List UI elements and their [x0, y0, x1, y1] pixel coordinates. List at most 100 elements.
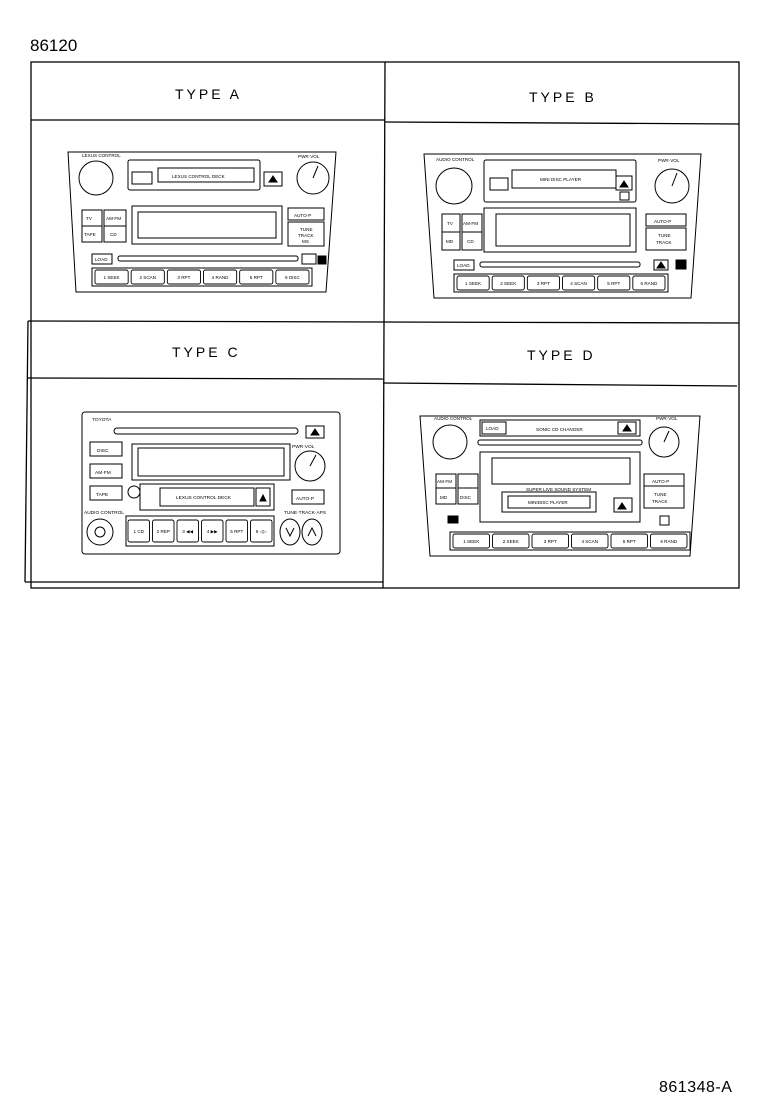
tv-button	[81, 209, 103, 227]
tune-track-label: TUNE·TRACK·APS	[284, 510, 326, 516]
type-a-label: TYPE A	[175, 86, 243, 102]
autop-label: AUTO·P	[652, 479, 669, 484]
cd-label: CD	[110, 232, 117, 237]
preset-label-1: 1 SEEK	[463, 539, 480, 544]
display-screen	[483, 207, 637, 253]
preset-label-2: 2 SEEK	[503, 539, 520, 544]
track-label: TRACK	[652, 499, 669, 504]
deck-label: LEXUS CONTROL DECK	[172, 174, 226, 179]
preset-bar	[91, 267, 313, 287]
cd-slot	[479, 261, 641, 268]
preset-label-6: 6 RAND	[640, 281, 658, 286]
brand-label: TOYOTA	[92, 417, 112, 423]
pwr-vol-label: PWR·VOL	[292, 444, 315, 450]
preset-button-3[interactable]	[531, 533, 569, 549]
amfm-label: AM·FM	[95, 470, 111, 476]
tape-label: TAPE	[84, 232, 96, 237]
preset-button-1[interactable]	[94, 269, 129, 285]
preset-label-5: 5 RPT	[607, 281, 620, 286]
preset-label-3: 3 RPT	[544, 539, 557, 544]
preset-button-3[interactable]	[166, 269, 201, 285]
preset-button-5[interactable]	[225, 519, 248, 543]
autop-button	[645, 213, 687, 227]
preset-button-2[interactable]	[152, 519, 175, 543]
preset-button-2[interactable]	[491, 275, 525, 291]
autop-button	[291, 489, 325, 505]
pwr-vol-knob-icon	[294, 450, 326, 482]
preset-button-2[interactable]	[492, 533, 530, 549]
md-eject-button	[613, 497, 633, 513]
preset-button-2[interactable]	[130, 269, 165, 285]
tune-up-button	[301, 518, 323, 546]
preset-label-6: 6 RAND	[660, 539, 678, 544]
preset-button-4[interactable]	[203, 269, 238, 285]
deck-label: MINI DISC PLAYER	[540, 177, 582, 182]
load-label: LOAD	[457, 263, 470, 268]
right-knob-icon	[654, 168, 690, 204]
cd-deck	[483, 159, 637, 203]
preset-button-3[interactable]	[526, 275, 560, 291]
preset-label-2: 2 SEEK	[500, 281, 517, 286]
amfm-label: AM·FM	[437, 479, 452, 484]
load-button	[453, 259, 475, 271]
preset-button-1[interactable]	[452, 533, 490, 549]
cassette-slot	[127, 159, 261, 191]
preset-button-5[interactable]	[597, 275, 631, 291]
disc-label: DISC	[460, 495, 472, 500]
preset-button-4[interactable]	[571, 533, 609, 549]
eject-button	[263, 171, 283, 187]
cd-button	[461, 231, 483, 251]
display-screen	[131, 443, 291, 481]
load-label: LOAD	[486, 426, 499, 431]
preset-button-1[interactable]	[127, 519, 150, 543]
tv-label: TV	[447, 221, 454, 226]
preset-button-4[interactable]	[562, 275, 596, 291]
audio-control-label: AUDIO CONTROL	[84, 510, 124, 516]
preset-button-3[interactable]	[176, 519, 199, 543]
type-b-radio-panel: AUDIO CONTROL PWR·VOL MINI DISC PLAYER T…	[423, 153, 702, 299]
disc-button	[89, 441, 123, 457]
preset-bar	[449, 531, 691, 551]
preset-button-6[interactable]	[632, 275, 666, 291]
tune-button	[643, 485, 685, 509]
cd-slot	[113, 427, 299, 435]
amfm-label: AM·FM	[463, 221, 478, 226]
autop-label: AUTO·P	[296, 496, 314, 502]
preset-bar	[125, 515, 275, 547]
eject-left-button	[457, 473, 479, 489]
tv-label: TV	[86, 216, 93, 221]
left-knob-icon	[435, 167, 473, 205]
tune-label: TUNE	[658, 233, 671, 238]
cd-label: CD	[467, 239, 474, 244]
right-knob-label: PWR·VOL	[656, 416, 678, 421]
type-c-radio-panel: TOYOTA DISC AM·FM TAPE PWR·VOL AUTO·P LE…	[81, 411, 341, 555]
tune-button	[645, 227, 687, 251]
preset-button-6[interactable]	[250, 519, 273, 543]
preset-button-4[interactable]	[201, 519, 224, 543]
preset-label-5: 5 RPT	[623, 539, 636, 544]
right-knob-label: PWR·VOL	[298, 154, 320, 159]
cd-slot	[477, 439, 643, 446]
load-button	[481, 421, 507, 435]
preset-label-4: 4 SCAN	[581, 539, 598, 544]
tune-button	[287, 221, 325, 247]
preset-label-3: 3 RPT	[177, 275, 190, 280]
eject-button	[615, 175, 633, 191]
track-label: TRACK	[298, 233, 315, 238]
disc-bar	[479, 419, 641, 437]
preset-label-4: 4 SCAN	[570, 281, 587, 286]
preset-label-4: 4 ▶▶	[207, 529, 218, 534]
load-label: LOAD	[95, 257, 108, 262]
cassette-slot	[139, 483, 275, 511]
tape-button	[89, 485, 123, 501]
left-knob-label: LEXUS CONTROL	[82, 153, 121, 158]
preset-button-5[interactable]	[239, 269, 274, 285]
left-knob-label: AUDIO CONTROL	[434, 416, 473, 421]
preset-button-1[interactable]	[456, 275, 490, 291]
preset-button-5[interactable]	[610, 533, 648, 549]
preset-button-6[interactable]	[275, 269, 310, 285]
preset-label-1: 1 SEEK	[104, 275, 121, 280]
preset-label-5: 5 RPT	[250, 275, 263, 280]
preset-button-6[interactable]	[650, 533, 688, 549]
autop-button	[287, 207, 325, 221]
